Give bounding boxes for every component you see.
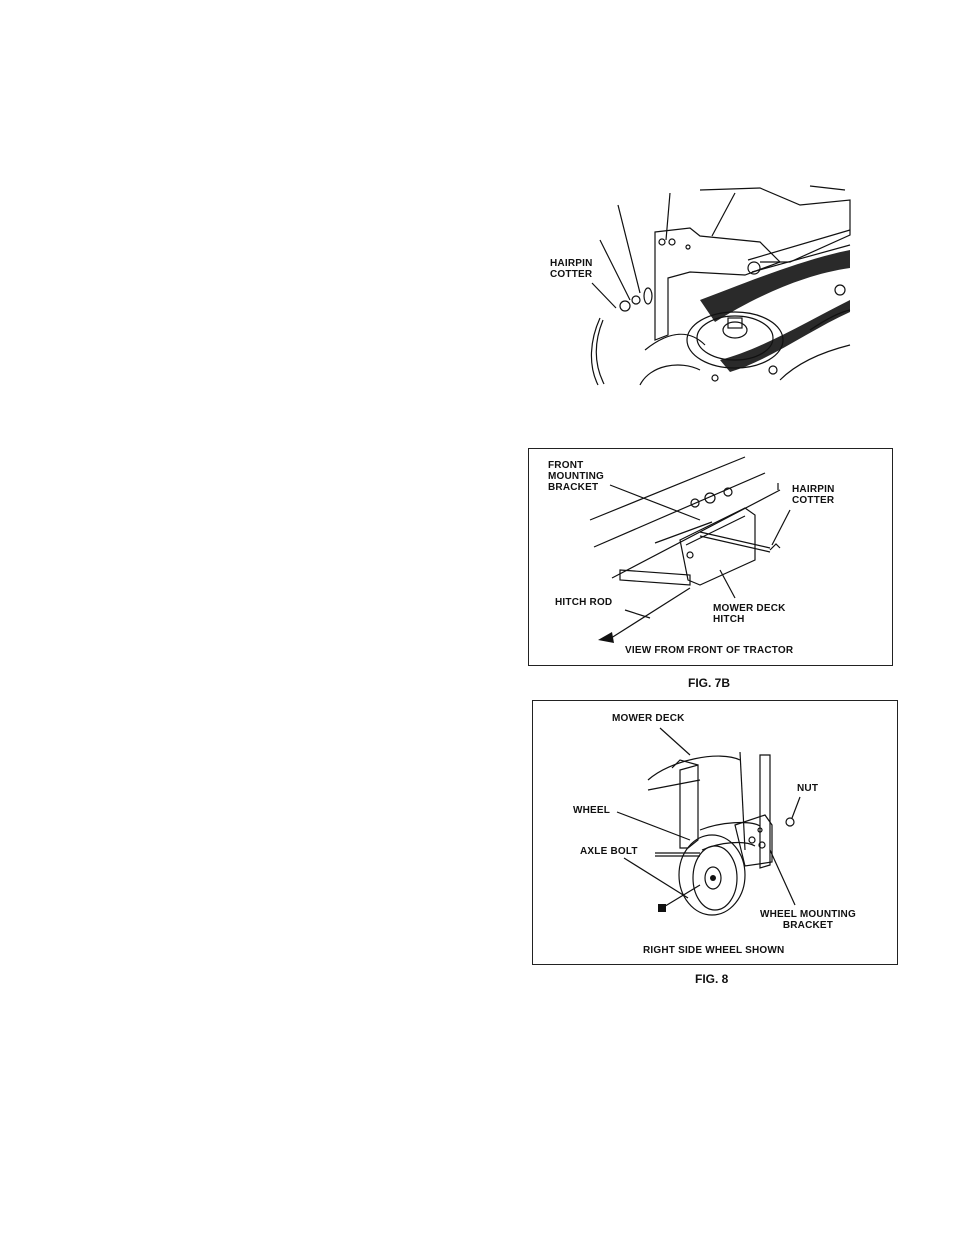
fig8-mower-deck-label: MOWER DECK (612, 713, 685, 724)
fig8-wheel-mounting-bracket-label: WHEEL MOUNTING BRACKET (760, 909, 856, 931)
fig8-axle-bolt-label: AXLE BOLT (580, 846, 638, 857)
fig8-nut-label: NUT (797, 783, 818, 794)
fig8-wheel-label: WHEEL (573, 805, 610, 816)
fig8-figure-caption: FIG. 8 (695, 972, 728, 986)
fig8-drawing (0, 0, 954, 980)
fig8-view-caption: RIGHT SIDE WHEEL SHOWN (643, 945, 784, 956)
